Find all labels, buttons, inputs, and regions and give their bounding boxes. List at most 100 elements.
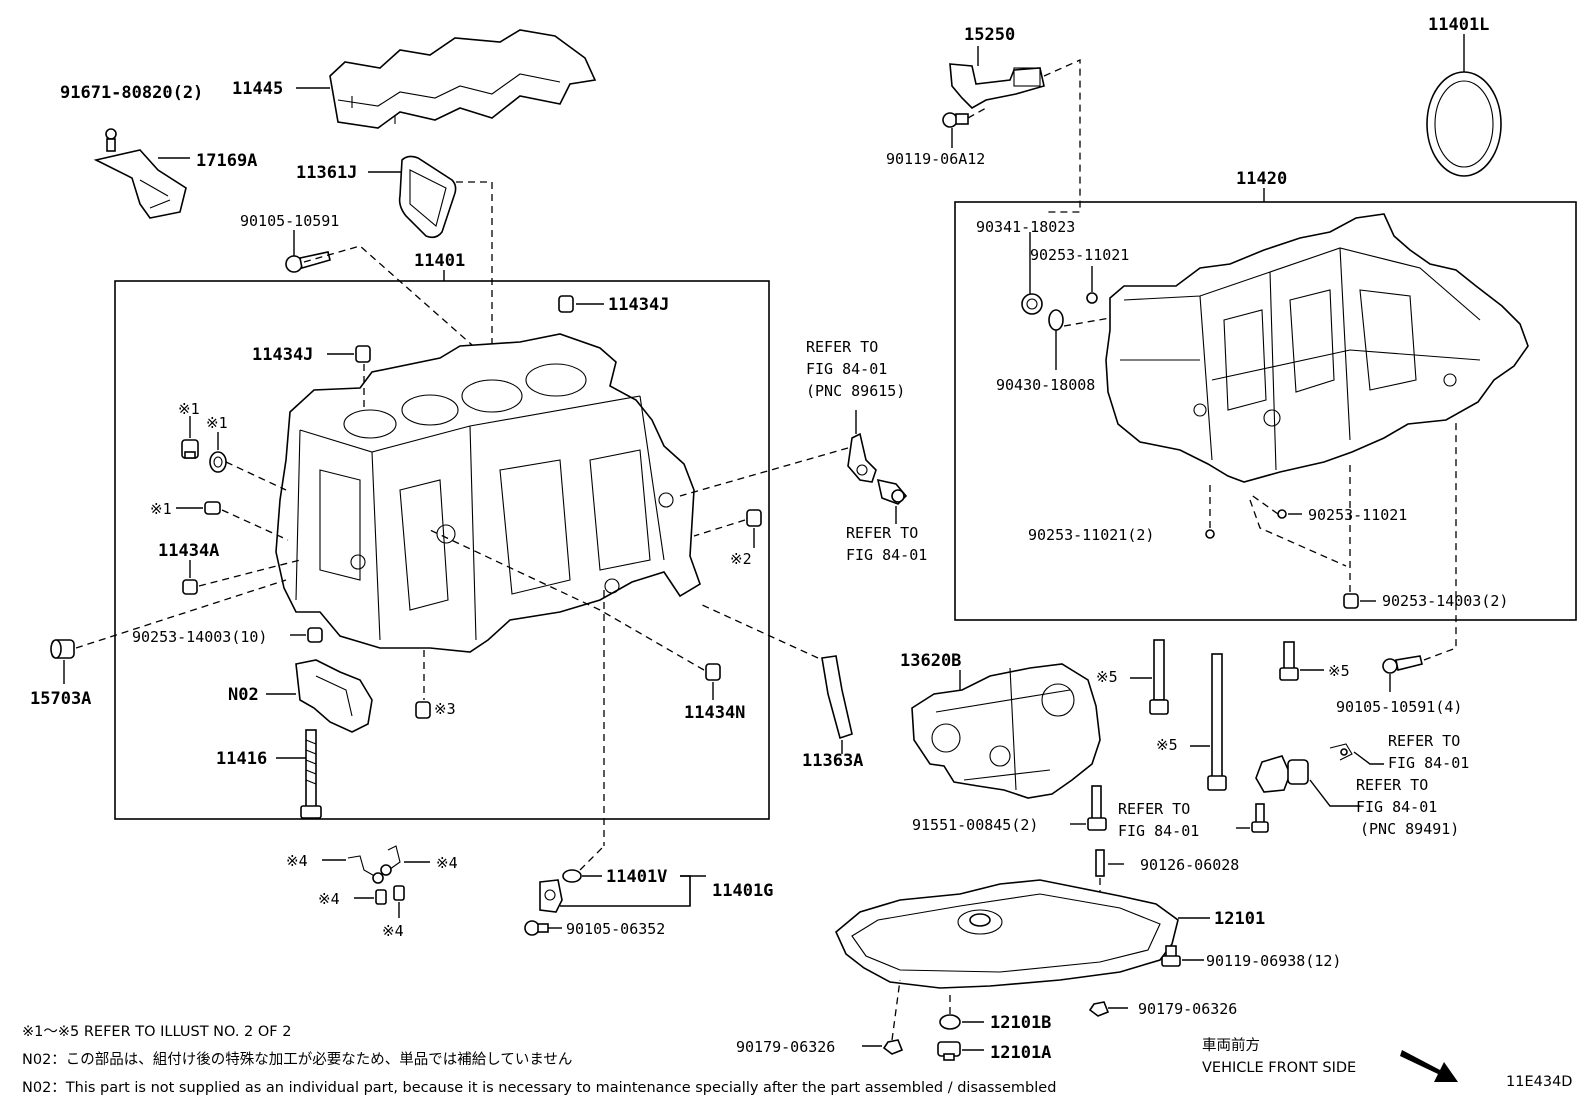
stud-bolt-x5-a-icon bbox=[1149, 639, 1169, 715]
label-refer-a-line3: (PNC 89615) bbox=[806, 382, 905, 400]
o-ring-11401v-icon bbox=[562, 869, 582, 883]
label-refer-d-line1: REFER TO bbox=[1356, 776, 1428, 794]
label-90253-14003-2: 90253-14003(2) bbox=[1382, 592, 1508, 610]
label-x4-d: ※4 bbox=[382, 922, 404, 940]
label-15250: 15250 bbox=[964, 25, 1015, 45]
bolt-11416-icon bbox=[300, 729, 322, 819]
gasket-12101b-icon bbox=[939, 1014, 961, 1030]
stiffening-crankcase-group-box bbox=[954, 201, 1577, 621]
dowel-11434a-icon bbox=[182, 579, 198, 595]
label-refer-b-line1: REFER TO bbox=[846, 524, 918, 542]
dowel-x2-icon bbox=[746, 509, 762, 527]
dowel-90253-11021-lower-icon bbox=[1277, 509, 1287, 519]
label-91551-00845: 91551-00845(2) bbox=[912, 816, 1038, 834]
label-n02: N02 bbox=[228, 685, 259, 705]
label-90253-11021-lower: 90253-11021 bbox=[1308, 506, 1407, 524]
dowel-90253-11021-2-icon bbox=[1205, 529, 1215, 539]
label-11361j: 11361J bbox=[296, 163, 357, 183]
label-12101a: 12101A bbox=[990, 1043, 1051, 1063]
label-11445: 11445 bbox=[232, 79, 283, 99]
dowel-x3-icon bbox=[415, 701, 431, 719]
vehicle-front-en: VEHICLE FRONT SIDE bbox=[1202, 1060, 1356, 1076]
label-90253-11021-upper: 90253-11021 bbox=[1030, 246, 1129, 264]
label-15703a: 15703A bbox=[30, 689, 91, 709]
diagram-id: 11E434D bbox=[1506, 1074, 1572, 1090]
label-90179-06326-lower: 90179-06326 bbox=[736, 1038, 835, 1056]
label-x1-plug: ※1 bbox=[178, 400, 200, 418]
stiffening-crankcase-11420-icon bbox=[1105, 213, 1529, 483]
bearing-cap-n02-icon bbox=[295, 659, 373, 733]
label-13620b: 13620B bbox=[900, 651, 961, 671]
washer-x1-icon bbox=[209, 451, 227, 473]
bolt-90105-10591-icon bbox=[285, 251, 331, 273]
nut-90179-06326-lower-icon bbox=[882, 1039, 904, 1055]
label-11401g: 11401G bbox=[712, 881, 773, 901]
bolt-90119-06938-icon bbox=[1161, 945, 1181, 967]
label-91671-80820: 91671-80820(2) bbox=[60, 83, 203, 103]
label-17169a: 17169A bbox=[196, 151, 257, 171]
label-x4-a: ※4 bbox=[286, 852, 308, 870]
label-11434j-left: 11434J bbox=[252, 345, 313, 365]
bolt-refer-e-icon bbox=[1251, 803, 1269, 833]
label-11401v: 11401V bbox=[606, 867, 667, 887]
label-x5-c: ※5 bbox=[1328, 662, 1350, 680]
label-11420: 11420 bbox=[1236, 169, 1287, 189]
oil-seal-11401l-icon bbox=[1426, 71, 1502, 177]
label-refer-a-line2: FIG 84-01 bbox=[806, 360, 887, 378]
label-11363a: 11363A bbox=[802, 751, 863, 771]
cylinder-block-11401-icon bbox=[275, 333, 701, 653]
gasket-11361j-icon bbox=[398, 155, 457, 239]
label-12101b: 12101B bbox=[990, 1013, 1051, 1033]
bolt-x5-c-icon bbox=[1279, 641, 1299, 681]
label-refer-d-line3: (PNC 89491) bbox=[1360, 820, 1459, 838]
label-90253-11021-2: 90253-11021(2) bbox=[1028, 526, 1154, 544]
label-90341-18023: 90341-18023 bbox=[976, 218, 1075, 236]
label-refer-c-line1: REFER TO bbox=[1388, 732, 1460, 750]
label-90179-06326-upper: 90179-06326 bbox=[1138, 1000, 1237, 1018]
label-x1-washer: ※1 bbox=[206, 414, 228, 432]
vehicle-front-arrow-icon bbox=[1400, 1050, 1458, 1082]
engine-cover-11445-icon bbox=[329, 29, 597, 129]
oil-control-valve-15250-icon bbox=[949, 63, 1045, 109]
plug-15703a-icon bbox=[50, 639, 75, 659]
label-x4-c: ※4 bbox=[318, 890, 340, 908]
bolt-90119-06a12-icon bbox=[942, 112, 969, 128]
dowel-90253-14003-2-icon bbox=[1343, 593, 1359, 609]
label-90126-06028: 90126-06028 bbox=[1140, 856, 1239, 874]
oil-pressure-sensor-icon bbox=[1255, 755, 1309, 793]
bolt-90105-06352-icon bbox=[524, 920, 549, 936]
label-11401l: 11401L bbox=[1428, 15, 1489, 35]
nut-90179-06326-upper-icon bbox=[1088, 1001, 1110, 1017]
label-90253-14003-10: 90253-14003(10) bbox=[132, 628, 267, 646]
pipe-11363a-icon bbox=[821, 655, 853, 740]
note-n02-japanese: N02：この部品は、組付け後の特殊な加工が必要なため、単品では補給していません bbox=[22, 1051, 572, 1068]
label-11416: 11416 bbox=[216, 749, 267, 769]
cylinder-block-group-box bbox=[114, 280, 770, 820]
label-x4-b: ※4 bbox=[436, 854, 458, 872]
label-11434j-upper: 11434J bbox=[608, 295, 669, 315]
dowel-11434n-icon bbox=[705, 663, 721, 681]
dowel-11434j-upper-icon bbox=[558, 295, 574, 313]
vehicle-front-jp: 車両前方 bbox=[1202, 1037, 1260, 1054]
label-x5-b: ※5 bbox=[1156, 736, 1178, 754]
bolt-91671-80820-icon bbox=[105, 128, 117, 152]
balance-shaft-13620b-icon bbox=[911, 663, 1101, 799]
dowel-x1-icon bbox=[204, 501, 221, 515]
bracket-17169a-icon bbox=[93, 149, 187, 219]
label-x3: ※3 bbox=[434, 700, 456, 718]
label-90105-10591: 90105-10591 bbox=[240, 212, 339, 230]
dowel-90253-14003-icon bbox=[307, 627, 323, 643]
dowel-90253-11021-upper-icon bbox=[1086, 292, 1098, 304]
label-refer-d-line2: FIG 84-01 bbox=[1356, 798, 1437, 816]
label-90119-06a12: 90119-06A12 bbox=[886, 150, 985, 168]
label-refer-a-line1: REFER TO bbox=[806, 338, 878, 356]
label-90430-18008: 90430-18008 bbox=[996, 376, 1095, 394]
bolt-refer-b-icon bbox=[876, 478, 908, 505]
note-n02-english: N02：This part is not supplied as an indi… bbox=[22, 1080, 1056, 1096]
bolt-x4-icon bbox=[375, 885, 405, 905]
oil-pan-12101-icon bbox=[835, 879, 1179, 989]
bolt-91551-00845-icon bbox=[1087, 785, 1107, 831]
stud-90126-06028-icon bbox=[1095, 849, 1105, 877]
label-12101: 12101 bbox=[1214, 909, 1265, 929]
label-90119-06938: 90119-06938(12) bbox=[1206, 952, 1341, 970]
